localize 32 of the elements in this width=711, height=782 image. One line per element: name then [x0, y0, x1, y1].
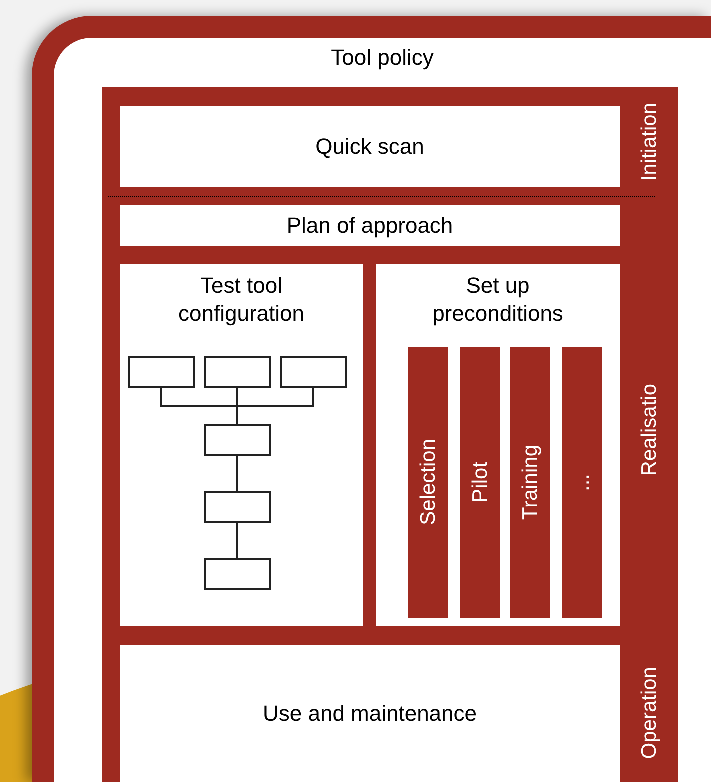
activity-bar — [510, 347, 550, 618]
component-box — [204, 356, 271, 388]
connector-line — [236, 388, 314, 424]
phase-box — [120, 205, 620, 246]
phase-box — [120, 106, 620, 187]
box-title: Plan of approach — [286, 212, 454, 240]
activity-bar — [460, 347, 500, 618]
component-box — [204, 424, 271, 456]
bar-label: Training — [520, 444, 540, 520]
panel-title: Test tool configuration — [178, 272, 306, 328]
activity-bar — [562, 347, 602, 618]
component-box — [128, 356, 195, 388]
connector-line — [236, 523, 238, 558]
bar-label: ... — [572, 474, 592, 492]
phase-label: Operation — [638, 667, 660, 760]
panel-title: Set up preconditions — [432, 272, 564, 328]
policy-frame — [32, 16, 711, 782]
component-box — [280, 356, 347, 388]
component-box — [204, 491, 271, 523]
activity-panel — [120, 264, 363, 626]
bar-label: Pilot — [470, 462, 490, 503]
box-title: Use and maintenance — [262, 700, 478, 728]
connector-line — [236, 456, 238, 491]
box-title: Quick scan — [316, 132, 424, 160]
component-box — [204, 558, 271, 590]
phase-box — [120, 645, 620, 782]
phase-label: Realisatio — [638, 384, 660, 476]
frame-title: Tool policy — [331, 44, 434, 72]
activity-bar — [408, 347, 448, 618]
activity-panel — [376, 264, 620, 626]
phase-label: Initiation — [638, 102, 660, 182]
bar-label: Selection — [418, 439, 438, 526]
